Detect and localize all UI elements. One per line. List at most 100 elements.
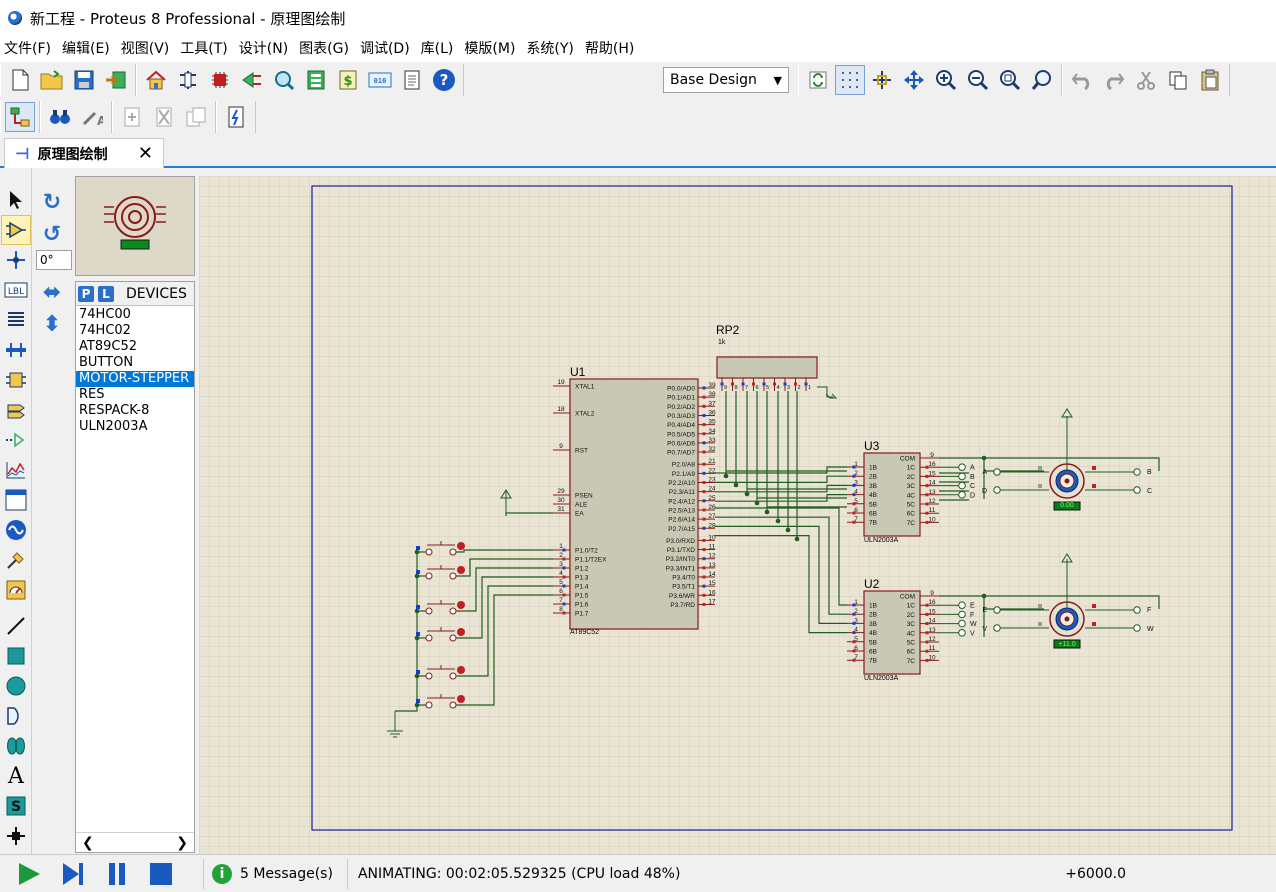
3d-visualizer-icon[interactable] bbox=[237, 65, 267, 95]
step-simulation-icon[interactable] bbox=[56, 857, 90, 891]
mirror-vertical-icon[interactable]: ⬍ bbox=[42, 311, 62, 337]
zoom-out-icon[interactable] bbox=[963, 65, 993, 95]
electrical-rule-check-icon[interactable] bbox=[221, 102, 251, 132]
source-code-icon[interactable]: 010 bbox=[365, 65, 395, 95]
device-item[interactable]: RESPACK-8 bbox=[79, 403, 150, 418]
device-list-scrollbar[interactable]: ❮ ❯ bbox=[76, 832, 194, 852]
junction-dot-icon[interactable] bbox=[1, 245, 31, 275]
rotation-angle-field[interactable]: 0° bbox=[36, 250, 72, 270]
pan-icon[interactable] bbox=[899, 65, 929, 95]
search-binoculars-icon[interactable] bbox=[45, 102, 75, 132]
rotate-clockwise-icon[interactable]: ↻ bbox=[42, 189, 62, 215]
design-selector-dropdown[interactable]: Base Design ▼ bbox=[663, 67, 789, 93]
pcb-layout-icon[interactable] bbox=[205, 65, 235, 95]
new-sheet-icon[interactable] bbox=[117, 102, 147, 132]
remove-sheet-icon[interactable] bbox=[149, 102, 179, 132]
push-button-array[interactable] bbox=[416, 541, 465, 709]
grid-toggle-icon[interactable] bbox=[835, 65, 865, 95]
origin-icon[interactable] bbox=[867, 65, 897, 95]
message-log-button[interactable]: i 5 Message(s) bbox=[203, 858, 333, 889]
paste-icon[interactable] bbox=[1195, 65, 1225, 95]
schematic-capture-icon[interactable] bbox=[173, 65, 203, 95]
virtual-instruments-icon[interactable] bbox=[1, 575, 31, 605]
stop-simulation-icon[interactable] bbox=[144, 857, 178, 891]
menu-view[interactable]: 视图(V) bbox=[120, 41, 170, 57]
line-tool-icon[interactable] bbox=[1, 611, 31, 641]
menu-graph[interactable]: 图表(G) bbox=[299, 41, 349, 57]
generator-mode-icon[interactable] bbox=[1, 515, 31, 545]
zoom-in-icon[interactable] bbox=[931, 65, 961, 95]
property-assignment-icon[interactable]: A bbox=[77, 102, 107, 132]
gerber-viewer-icon[interactable] bbox=[269, 65, 299, 95]
device-item[interactable]: ULN2003A bbox=[79, 419, 148, 434]
device-item[interactable]: AT89C52 bbox=[79, 339, 137, 354]
close-icon[interactable]: ✕ bbox=[137, 143, 153, 164]
cut-icon[interactable] bbox=[1131, 65, 1161, 95]
subcircuit-icon[interactable] bbox=[1, 365, 31, 395]
tab-schematic-capture[interactable]: ⊣ 原理图绘制 ✕ bbox=[4, 138, 164, 168]
save-icon[interactable] bbox=[69, 65, 99, 95]
path-tool-icon[interactable] bbox=[1, 731, 31, 761]
pick-devices-button[interactable]: P bbox=[78, 285, 94, 302]
scroll-right-icon[interactable]: ❯ bbox=[176, 834, 188, 851]
pause-simulation-icon[interactable] bbox=[100, 857, 134, 891]
graph-mode-icon[interactable] bbox=[1, 455, 31, 485]
terminals-icon[interactable] bbox=[1, 395, 31, 425]
device-item-selected[interactable]: MOTOR-STEPPER bbox=[76, 371, 194, 387]
menu-system[interactable]: 系统(Y) bbox=[526, 41, 574, 57]
menu-template[interactable]: 模版(M) bbox=[464, 41, 516, 57]
zoom-all-icon[interactable] bbox=[995, 65, 1025, 95]
device-item[interactable]: BUTTON bbox=[79, 355, 134, 370]
mirror-horizontal-icon[interactable]: ⬌ bbox=[42, 279, 62, 305]
active-popup-icon[interactable] bbox=[1, 485, 31, 515]
menu-library[interactable]: 库(L) bbox=[420, 41, 454, 57]
text-tool-icon[interactable]: A bbox=[8, 763, 24, 789]
menu-design[interactable]: 设计(N) bbox=[238, 41, 289, 57]
design-explorer-icon[interactable] bbox=[301, 65, 331, 95]
home-icon[interactable] bbox=[141, 65, 171, 95]
rotate-anticlockwise-icon[interactable]: ↺ bbox=[42, 221, 62, 247]
menu-file[interactable]: 文件(F) bbox=[4, 41, 51, 57]
box-tool-icon[interactable] bbox=[1, 641, 31, 671]
new-file-icon[interactable] bbox=[5, 65, 35, 95]
component-mode-icon[interactable] bbox=[1, 215, 31, 245]
circle-tool-icon[interactable] bbox=[1, 671, 31, 701]
device-pins-icon[interactable] bbox=[1, 425, 31, 455]
scroll-left-icon[interactable]: ❮ bbox=[82, 834, 94, 851]
marker-tool-icon[interactable] bbox=[1, 821, 31, 851]
probe-mode-icon[interactable] bbox=[1, 545, 31, 575]
text-script-icon[interactable] bbox=[1, 305, 31, 335]
symbol-tool-icon[interactable]: S bbox=[1, 791, 31, 821]
refresh-icon[interactable] bbox=[803, 65, 833, 95]
hierarchy-icon[interactable] bbox=[5, 102, 35, 132]
menu-debug[interactable]: 调试(D) bbox=[359, 41, 410, 57]
selection-mode-icon[interactable] bbox=[1, 185, 31, 215]
help-icon[interactable]: ? bbox=[429, 65, 459, 95]
menu-tools[interactable]: 工具(T) bbox=[180, 41, 228, 57]
zoom-area-icon[interactable] bbox=[1027, 65, 1057, 95]
redo-icon[interactable] bbox=[1099, 65, 1129, 95]
menu-help[interactable]: 帮助(H) bbox=[584, 41, 635, 57]
play-simulation-icon[interactable] bbox=[12, 857, 46, 891]
buses-icon[interactable] bbox=[1, 335, 31, 365]
library-manager-button[interactable]: L bbox=[98, 285, 114, 302]
exit-to-parent-icon[interactable] bbox=[181, 102, 211, 132]
project-notes-icon[interactable] bbox=[397, 65, 427, 95]
device-item[interactable]: RES bbox=[79, 387, 105, 402]
bill-of-materials-icon[interactable]: $ bbox=[333, 65, 363, 95]
open-folder-icon[interactable] bbox=[37, 65, 67, 95]
wire-label-icon[interactable]: LBL bbox=[1, 275, 31, 305]
undo-icon[interactable] bbox=[1067, 65, 1097, 95]
copy-icon[interactable] bbox=[1163, 65, 1193, 95]
u1-microcontroller[interactable]: U1 AT89C52 19XTAL118XTAL29RST29PSEN30ALE… bbox=[553, 365, 716, 636]
import-icon[interactable] bbox=[101, 65, 131, 95]
arc-tool-icon[interactable] bbox=[1, 701, 31, 731]
menu-edit[interactable]: 编辑(E) bbox=[61, 41, 110, 57]
device-item[interactable]: 74HC00 bbox=[79, 307, 131, 322]
